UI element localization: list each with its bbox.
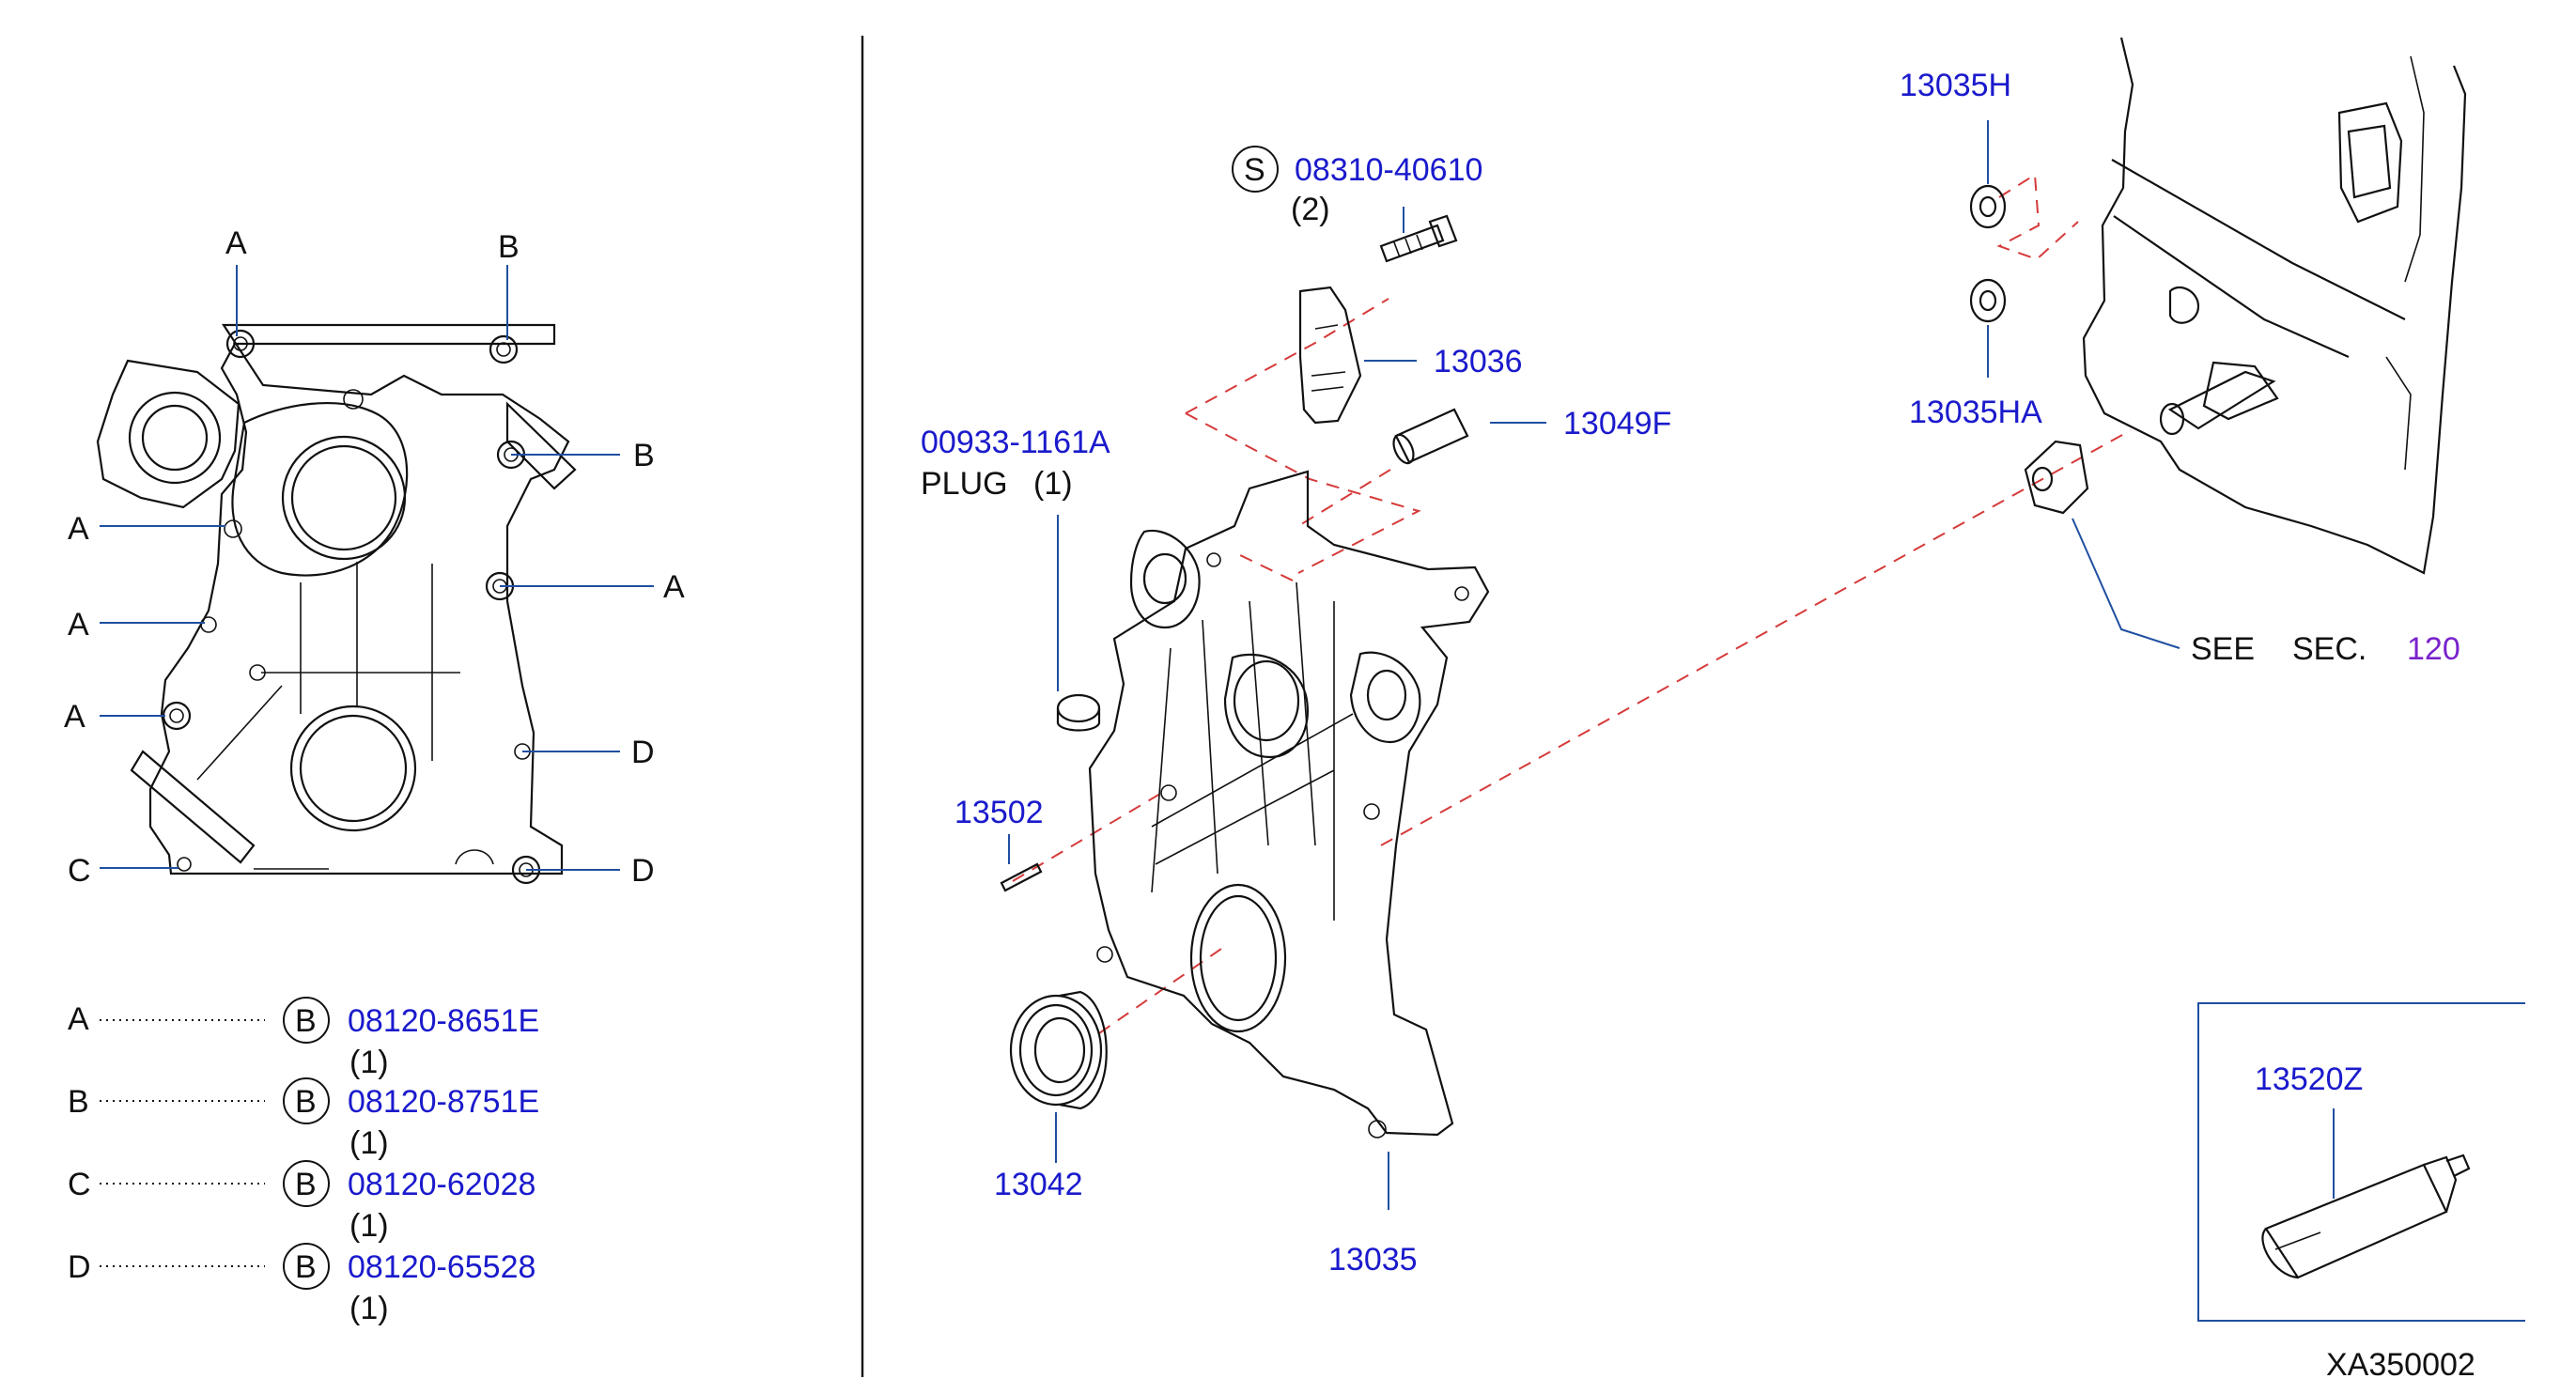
pin-part-number[interactable]: 13502 — [954, 795, 1044, 830]
front-cover-drawing — [1088, 470, 1490, 1138]
seal-drawing — [1009, 990, 1108, 1110]
plug-drawing — [1056, 693, 1101, 732]
callout-b-top: B — [498, 229, 520, 265]
legend-row-c: C B 08120-62028 (1) — [68, 1160, 535, 1244]
bolt-legend: A B 08120-8651E (1) B B 08120-8751E (1) … — [68, 997, 539, 1326]
figure-code: XA350002 — [2326, 1347, 2475, 1383]
gasket-h-part-number[interactable]: 13035H — [1900, 68, 2011, 103]
nut-drawing — [2024, 440, 2089, 515]
legend-quantity: (1) — [349, 1208, 389, 1244]
legend-quantity: (1) — [349, 1291, 389, 1326]
legend-symbol: B — [295, 1167, 317, 1202]
bolt-symbol: S — [1244, 152, 1265, 188]
bolt-drawing — [1379, 214, 1458, 263]
plug-quantity: (1) — [1033, 466, 1073, 502]
bolt-quantity: (2) — [1291, 192, 1330, 227]
assembly-dash-lines — [1012, 173, 2132, 1034]
legend-row-d: D B 08120-65528 (1) — [68, 1243, 535, 1326]
sealant-inset-frame — [2197, 1002, 2525, 1322]
callout-a-left-1: A — [68, 511, 89, 547]
seal-part-number[interactable]: 13042 — [994, 1167, 1083, 1202]
legend-row-a: A B 08120-8651E (1) — [68, 997, 539, 1080]
legend-quantity: (1) — [349, 1125, 389, 1161]
legend-row-b: B B 08120-8751E (1) — [68, 1077, 539, 1161]
callout-a-left-2: A — [68, 607, 89, 643]
legend-letter: A — [68, 1001, 89, 1037]
sec-label: SEC. — [2292, 631, 2367, 667]
legend-part-number[interactable]: 08120-8651E — [348, 1003, 539, 1039]
legend-quantity: (1) — [349, 1045, 389, 1080]
cover-overview-drawing — [96, 323, 577, 885]
sealant-part-number[interactable]: 13520Z — [2255, 1061, 2363, 1097]
gasket-h-drawing — [1969, 184, 2007, 229]
cover-part-number[interactable]: 13035 — [1328, 1242, 1418, 1278]
callout-d-right-2: D — [631, 853, 655, 889]
callout-a-right: A — [663, 569, 685, 605]
gasket-ha-drawing — [1969, 278, 2007, 323]
legend-symbol: B — [295, 1003, 317, 1039]
bracket-drawing — [1298, 286, 1362, 425]
dowel-tube-part-number[interactable]: 13049F — [1563, 406, 1671, 441]
plug-label: PLUG — [921, 466, 1008, 502]
bolt-part-number[interactable]: 08310-40610 — [1295, 152, 1482, 188]
pin-drawing — [1000, 862, 1043, 892]
legend-letter: C — [68, 1167, 91, 1202]
plug-part-number[interactable]: 00933-1161A — [921, 425, 1110, 460]
legend-part-number[interactable]: 08120-8751E — [348, 1084, 539, 1120]
section-link[interactable]: 120 — [2407, 631, 2460, 667]
legend-letter: D — [68, 1249, 91, 1285]
legend-symbol: B — [295, 1084, 317, 1120]
legend-letter: B — [68, 1084, 89, 1120]
see-label: SEE — [2191, 631, 2255, 667]
legend-part-number[interactable]: 08120-62028 — [348, 1167, 535, 1202]
callout-c-left: C — [68, 853, 91, 889]
cylinder-block-drawing — [2082, 37, 2467, 575]
legend-symbol: B — [295, 1249, 317, 1285]
gasket-ha-part-number[interactable]: 13035HA — [1909, 395, 2042, 430]
callout-d-right-1: D — [631, 735, 655, 770]
legend-part-number[interactable]: 08120-65528 — [348, 1249, 535, 1285]
dowel-tube-drawing — [1392, 408, 1469, 465]
callout-b-right: B — [633, 438, 655, 473]
callout-a-top: A — [225, 225, 247, 261]
sealant-tube-icon — [2261, 1154, 2471, 1279]
bracket-part-number[interactable]: 13036 — [1434, 344, 1523, 379]
callout-a-left-3: A — [64, 699, 85, 735]
left-callout-leaders — [100, 265, 654, 871]
